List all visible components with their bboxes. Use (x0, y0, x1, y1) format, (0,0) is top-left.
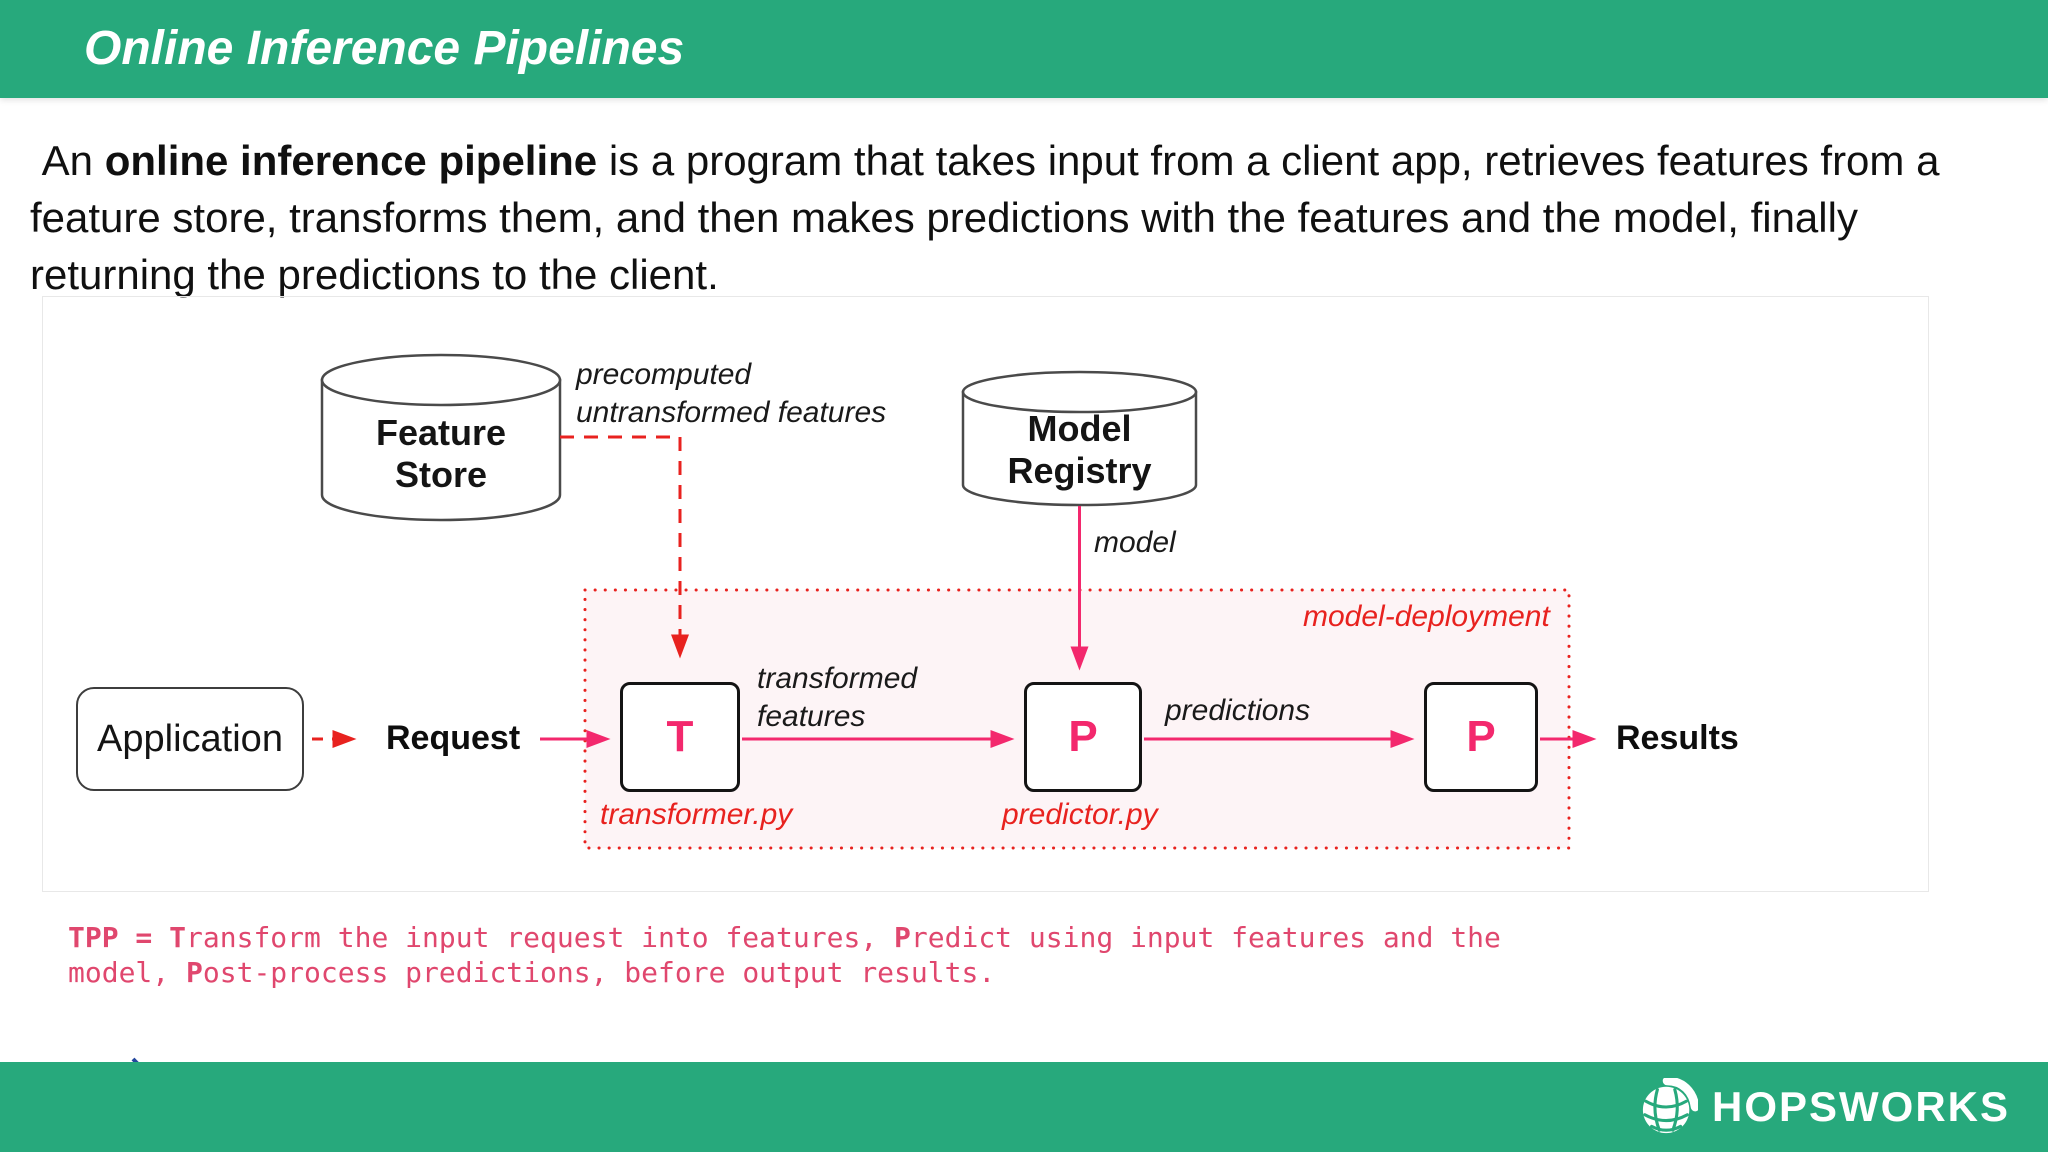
model-registry-line2: Registry (1007, 450, 1152, 491)
precomputed-line1: precomputed (576, 358, 752, 391)
predictor-node: P (1024, 682, 1142, 792)
footnote-bold-t: T (169, 921, 187, 954)
footnote-text-predict: redict using input features and the mode… (68, 921, 1501, 989)
feature-store-line2: Store (394, 454, 488, 495)
footnote-text-transform: ransform the input request into features… (186, 921, 895, 954)
model-registry-line1: Model (1027, 408, 1132, 449)
feature-store-line1: Feature (375, 412, 507, 453)
postprocess-letter: P (1466, 712, 1496, 761)
transformed-features-label: transformed features (757, 660, 917, 736)
footnote-text-postprocess: ost-process predictions, before output r… (202, 956, 996, 989)
postprocess-node: P (1424, 682, 1538, 792)
model-edge-label: model (1094, 526, 1176, 559)
footnote-bold-p1: P (894, 921, 911, 954)
transformed-line2: features (757, 700, 866, 733)
application-label: Application (97, 717, 283, 760)
intro-rest: is a program that takes input from a cli… (30, 137, 1952, 298)
page-title: Online Inference Pipelines (84, 22, 685, 75)
footnote-bold-p2: P (186, 956, 203, 989)
feature-store-label: Feature Store (322, 412, 560, 496)
hopsworks-logo-icon (1642, 1078, 1698, 1134)
transformed-line1: transformed (757, 662, 918, 695)
intro-prefix: An (30, 137, 105, 184)
predictions-edge-label: predictions (1165, 694, 1311, 727)
predictor-file-label: predictor.py (1002, 798, 1158, 831)
precomputed-line2: untransformed features (576, 396, 887, 429)
hopsworks-brand-text: HOPSWORKS (1712, 1083, 2011, 1130)
model-registry-label: Model Registry (963, 408, 1196, 492)
transformer-file-label: transformer.py (600, 798, 793, 831)
tpp-footnote: TPP = Transform the input request into f… (68, 920, 1538, 990)
intro-bold-term: online inference pipeline (104, 137, 598, 184)
intro-paragraph: An online inference pipeline is a progra… (30, 132, 1986, 303)
results-label: Results (1616, 719, 1739, 757)
diagram-frame (42, 296, 1929, 892)
footnote-bold-tpp: TPP = (68, 921, 170, 954)
application-node: Application (76, 687, 304, 791)
model-deployment-label: model-deployment (1303, 600, 1550, 633)
transformer-letter: T (666, 712, 694, 761)
footer-bar (0, 1062, 2048, 1152)
transformer-node: T (620, 682, 740, 792)
header-bar: Online Inference Pipelines (0, 0, 2048, 98)
precomputed-features-label: precomputed untransformed features (576, 356, 886, 432)
predictor-letter: P (1068, 712, 1098, 761)
request-label: Request (386, 719, 521, 757)
